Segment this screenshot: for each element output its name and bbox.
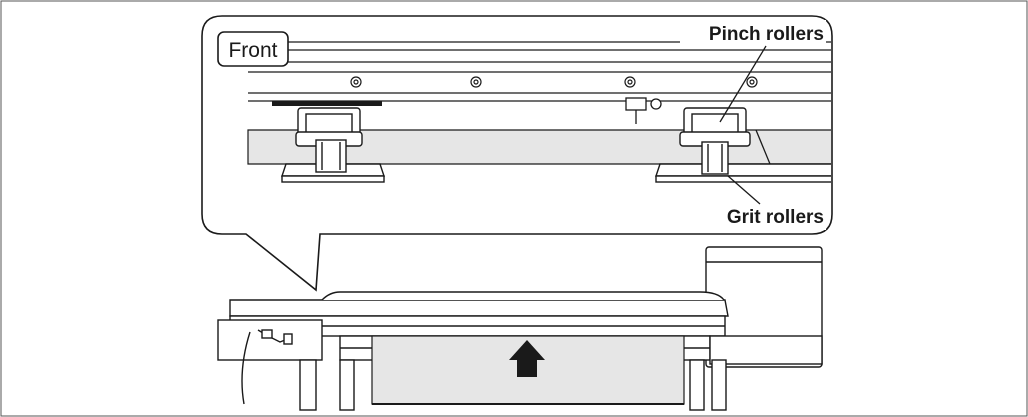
front-label: Front bbox=[228, 39, 277, 62]
top-cover bbox=[229, 299, 729, 317]
grit-roller-right bbox=[655, 163, 831, 177]
front-tag bbox=[217, 31, 289, 67]
zoomed-view bbox=[247, 41, 831, 183]
left-leg bbox=[299, 359, 317, 411]
pinch-roller-right bbox=[679, 107, 751, 175]
grit-rollers-label: Grit rollers bbox=[727, 207, 824, 228]
grit-leader-line bbox=[727, 175, 761, 205]
right-leg bbox=[689, 359, 705, 411]
pinch-leader-line bbox=[719, 45, 767, 123]
pinch-rollers-label: Pinch rollers bbox=[709, 24, 824, 45]
left-head-box bbox=[217, 319, 323, 361]
feed-arrow bbox=[509, 340, 545, 377]
pinch-roller-left bbox=[295, 107, 363, 173]
